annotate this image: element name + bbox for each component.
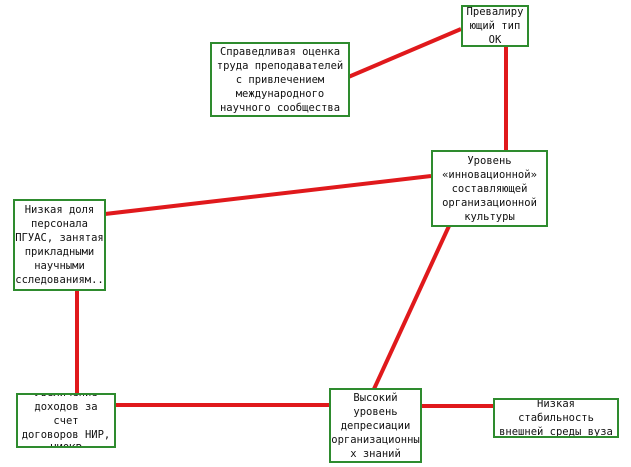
node-innovation-level-text: Уровень «инновационной» составляющей орг… [442,154,537,223]
node-prevailing-type: Превалиру ющий тип ОК [461,5,529,47]
node-low-stability-text: Низкая стабильность внешней среды вуза [499,398,613,438]
node-innovation-level: Уровень «инновационной» составляющей орг… [431,150,548,227]
connector-innovation-depreciation [372,225,451,390]
node-knowledge-depreciation-text: Высокий уровень депресиации организацион… [331,391,420,460]
node-low-stability: Низкая стабильность внешней среды вуза [493,398,619,438]
node-knowledge-depreciation: Высокий уровень депресиации организацион… [329,388,422,463]
node-low-share-staff: Низкая доля персонала ПГУАС, занятая при… [13,199,106,291]
node-fair-assessment: Справедливая оценка труда преподавателей… [210,42,350,117]
connector-lowshare-innovation [104,174,432,216]
node-fair-assessment-text: Справедливая оценка труда преподавателей… [216,45,344,114]
node-prevailing-type-text: Превалиру ющий тип ОК [466,6,524,46]
connector-fair-prevailing [345,27,462,80]
node-income-growth-text: Увеличение доходов за счет договоров НИР… [21,395,111,446]
node-income-growth: Увеличение доходов за счет договоров НИР… [16,393,116,448]
node-low-share-staff-text: Низкая доля персонала ПГУАС, занятая при… [13,204,106,286]
